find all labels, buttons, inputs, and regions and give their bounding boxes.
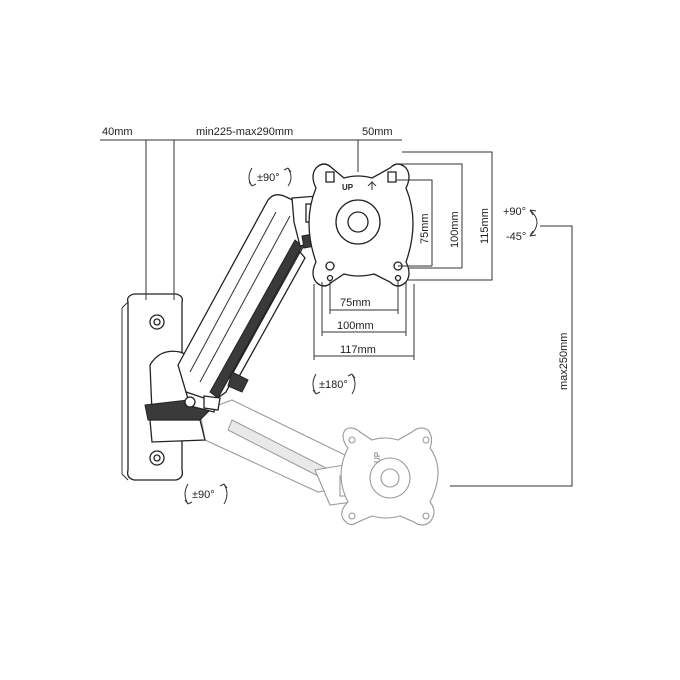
- dim-40mm: 40mm: [102, 126, 133, 138]
- dim-75mm-horizontal: 75mm: [340, 297, 371, 309]
- rotation-swivel-top-label: ±90°: [257, 172, 280, 184]
- rotation-swivel-base: ±90°: [184, 483, 228, 505]
- dim-50mm: 50mm: [362, 126, 393, 138]
- rotation-tilt-down-label: -45°: [506, 231, 526, 243]
- dim-arm-extension: min225-max290mm: [196, 126, 293, 138]
- rotation-swivel-base-label: ±90°: [192, 489, 215, 501]
- dimension-lines: [100, 139, 573, 487]
- dim-115mm-vertical: 115mm: [479, 208, 491, 244]
- dim-75mm-vertical: 75mm: [419, 213, 431, 244]
- dim-117mm-horizontal: 117mm: [340, 344, 376, 356]
- lowered-vesa-plate-ghost: UP: [340, 427, 439, 526]
- dim-100mm-vertical: 100mm: [449, 211, 461, 248]
- up-label-ghost: UP: [373, 451, 382, 463]
- rotation-swivel-top: ±90°: [248, 167, 292, 187]
- rotation-plate: ±180°: [312, 373, 356, 395]
- rotation-plate-label: ±180°: [319, 379, 348, 391]
- up-label: UP: [342, 183, 354, 192]
- main-arm: [177, 194, 313, 413]
- lowered-arm-ghost: [199, 399, 367, 506]
- rotation-tilt: +90° -45°: [503, 206, 538, 243]
- vesa-plate: UP: [308, 163, 414, 287]
- dim-max-height: max250mm: [558, 333, 570, 390]
- dim-100mm-horizontal: 100mm: [337, 320, 374, 332]
- rotation-tilt-up-label: +90°: [503, 206, 526, 218]
- dimension-labels: 40mm min225-max290mm 50mm 75mm 100mm 117…: [102, 126, 570, 390]
